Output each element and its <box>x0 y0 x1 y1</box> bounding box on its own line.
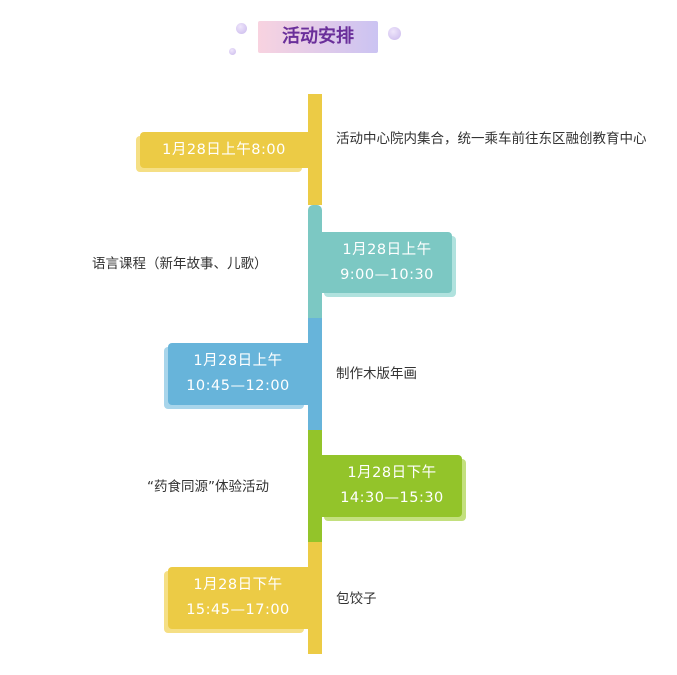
time-range: 15:45—17:00 <box>186 602 290 618</box>
time-tag: 1月28日上午8:00 <box>136 132 308 172</box>
time-tag: 1月28日下午 15:45—17:00 <box>164 567 308 633</box>
section-title: 活动安排 <box>258 21 378 53</box>
timeline-segment <box>308 94 322 205</box>
decor-bubble <box>236 23 247 34</box>
time-text: 1月28日上午 <box>193 353 283 369</box>
time-tag: 1月28日上午 10:45—12:00 <box>164 343 308 409</box>
event-description: 语言课程（新年故事、儿歌） <box>92 256 268 272</box>
decor-bubble <box>388 27 401 40</box>
time-tag: 1月28日上午 9:00—10:30 <box>322 232 456 297</box>
event-description: 制作木版年画 <box>336 366 417 382</box>
event-description: 活动中心院内集合，统一乘车前往东区融创教育中心 <box>336 131 647 147</box>
time-text: 1月28日上午 <box>342 241 432 258</box>
time-range: 9:00—10:30 <box>340 266 434 283</box>
time-text: 1月28日下午 <box>347 465 437 481</box>
timeline-segment <box>308 542 322 654</box>
event-description: “药食同源”体验活动 <box>147 479 269 495</box>
event-description: 包饺子 <box>336 591 377 607</box>
timeline-segment <box>308 318 322 430</box>
time-text: 1月28日上午8:00 <box>162 141 286 158</box>
decor-bubble <box>229 48 236 55</box>
time-range: 10:45—12:00 <box>186 378 290 394</box>
time-text: 1月28日下午 <box>193 577 283 593</box>
timeline-segment <box>308 205 322 318</box>
time-tag: 1月28日下午 14:30—15:30 <box>322 455 466 521</box>
timeline-segment <box>308 430 322 542</box>
time-range: 14:30—15:30 <box>340 490 444 506</box>
